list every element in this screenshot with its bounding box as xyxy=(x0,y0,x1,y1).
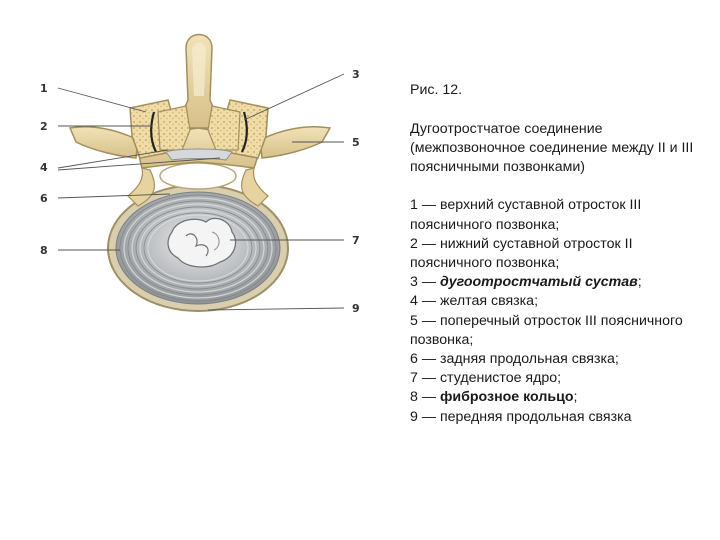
legend-item-text: 6 — задняя продольная связка; xyxy=(410,351,619,367)
legend-item-text: 9 — передняя продольная связка xyxy=(410,409,632,425)
legend-item: 8 — фиброзное кольцо; xyxy=(410,388,710,407)
label-number-1: 1 xyxy=(40,82,48,95)
legend-item: 1 — верхний суставной отросток III поясн… xyxy=(410,196,710,234)
vertebra-illustration: 1 2 4 6 8 3 5 7 9 xyxy=(0,0,400,540)
legend-item-text: 1 — верхний суставной отросток III поясн… xyxy=(410,197,641,232)
legend-item: 9 — передняя продольная связка xyxy=(410,408,710,427)
legend-item-emphasis: фиброзное кольцо xyxy=(440,389,574,405)
label-number-4: 4 xyxy=(40,161,48,174)
legend-item-text: 5 — поперечный отросток III поясничного … xyxy=(410,313,683,348)
legend-item: 2 — нижний суставной отросток II пояснич… xyxy=(410,235,710,273)
label-number-2: 2 xyxy=(40,120,48,133)
legend-item-suffix: ; xyxy=(638,274,642,290)
label-number-8: 8 xyxy=(40,244,48,257)
inferior-articular-process-left xyxy=(158,106,190,150)
transverse-process-left xyxy=(70,127,138,158)
legend-item: 7 — студенистое ядро; xyxy=(410,369,710,388)
label-number-6: 6 xyxy=(40,192,48,205)
label-number-7: 7 xyxy=(352,234,360,247)
label-number-9: 9 xyxy=(352,302,360,315)
legend-item-suffix: ; xyxy=(573,389,577,405)
legend-item-text: 4 — желтая связка; xyxy=(410,293,538,309)
legend-item: 3 — дугоотростчатый сустав; xyxy=(410,273,710,292)
vertebral-canal xyxy=(160,163,236,189)
inferior-articular-process-right xyxy=(208,106,240,150)
figure-caption: Рис. 12. Дугоотростчатое соединение (меж… xyxy=(410,62,710,446)
caption-title: Рис. 12. xyxy=(410,81,710,100)
legend-item: 6 — задняя продольная связка; xyxy=(410,350,710,369)
legend-item: 5 — поперечный отросток III поясничного … xyxy=(410,312,710,350)
legend-item-text: 2 — нижний суставной отросток II пояснич… xyxy=(410,236,633,271)
vertebral-body xyxy=(108,185,288,311)
legend-item: 4 — желтая связка; xyxy=(410,292,710,311)
legend-item-text: 7 — студенистое ядро; xyxy=(410,370,561,386)
legend-item-emphasis: дугоотростчатый сустав xyxy=(440,274,638,290)
legend-item-text: 3 — xyxy=(410,274,440,290)
legend-list: 1 — верхний суставной отросток III поясн… xyxy=(410,196,710,426)
ligamentum-flavum xyxy=(166,149,232,160)
label-number-5: 5 xyxy=(352,136,360,149)
caption-subtitle: Дугоотростчатое соединение (межпозвоночн… xyxy=(410,120,710,178)
legend-item-text: 8 — xyxy=(410,389,440,405)
label-number-3: 3 xyxy=(352,68,360,81)
